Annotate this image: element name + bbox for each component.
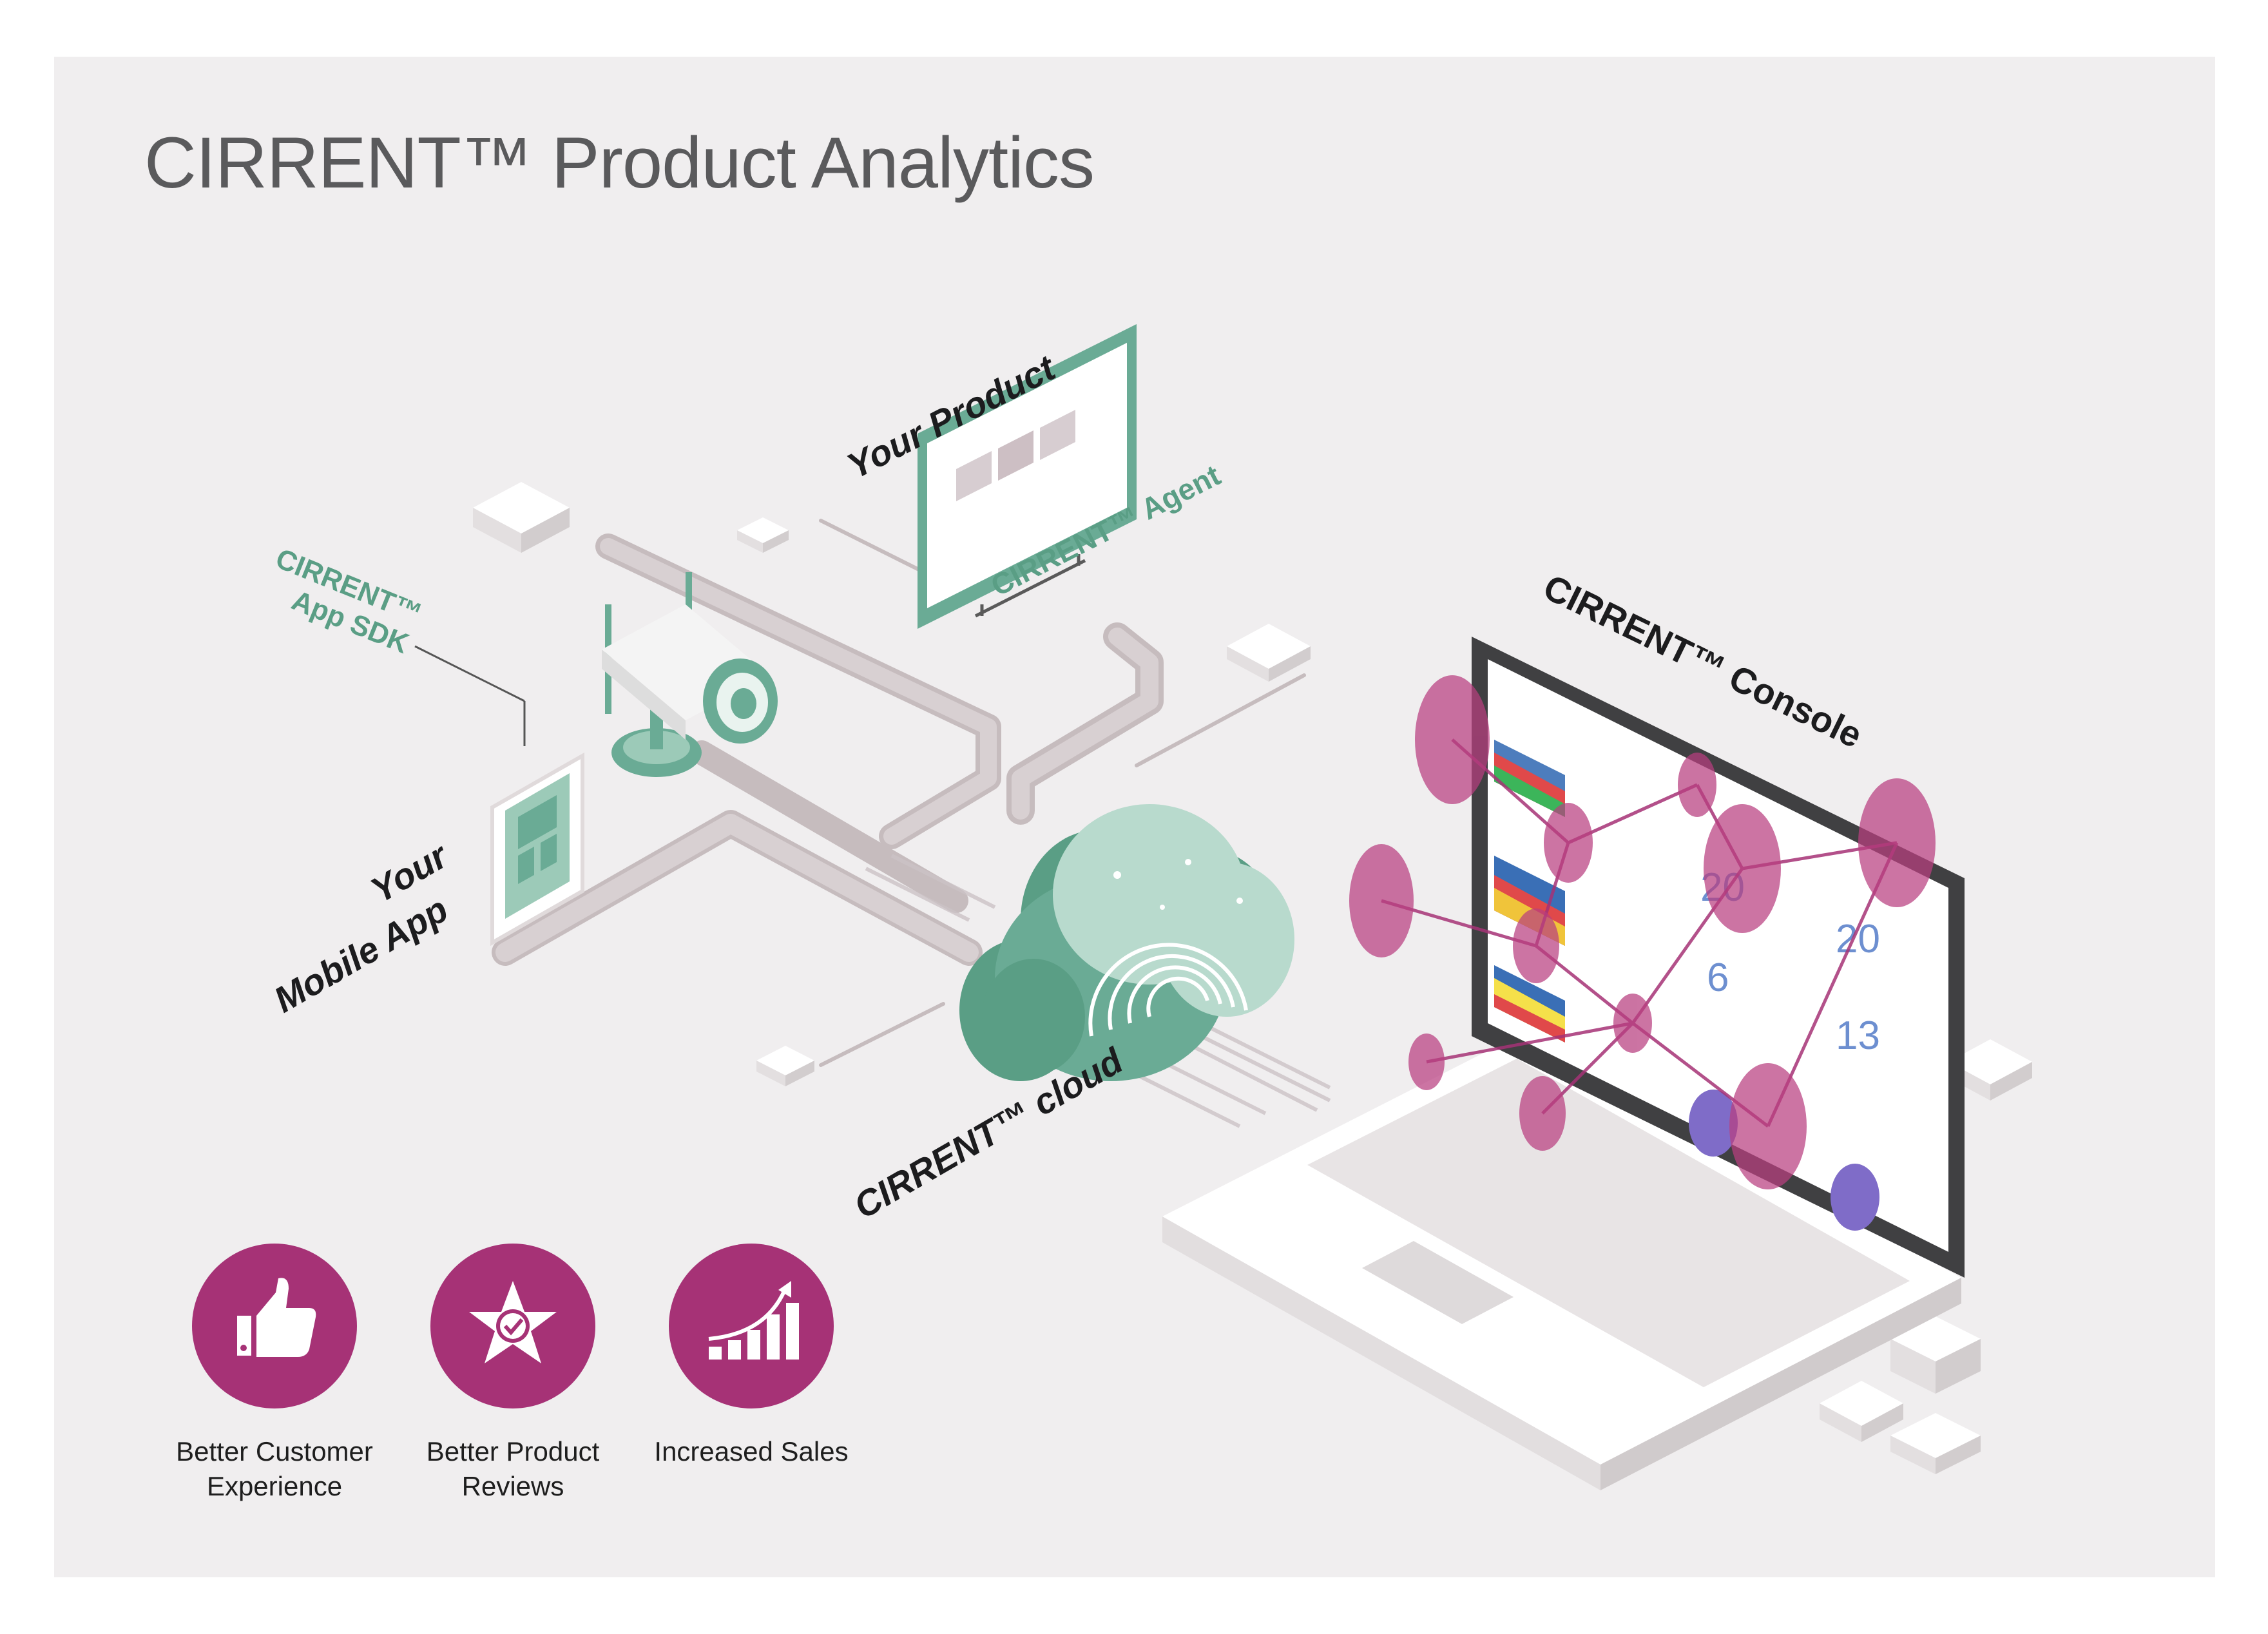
console-number-2: 20 — [1836, 917, 1880, 961]
console-number-3: 6 — [1707, 956, 1729, 1000]
network-graph — [1349, 675, 1936, 1189]
benefit-product-reviews: Better Product Reviews — [403, 1244, 622, 1504]
isometric-scene: 20 20 6 13 — [414, 324, 2032, 1490]
benefit-increased-sales: Increased Sales — [642, 1244, 861, 1469]
camera-icon — [602, 572, 778, 777]
console-number-4: 13 — [1836, 1014, 1880, 1058]
iso-box-2 — [737, 517, 789, 553]
cloud-icon — [959, 804, 1294, 1081]
connection-paths — [492, 519, 1306, 1067]
diagram-panel: 20 20 6 13 — [54, 57, 2215, 1577]
product-display — [918, 324, 1137, 629]
page-title: CIRRENT™ Product Analytics — [144, 122, 1095, 203]
benefit-label-product-reviews: Better Product Reviews — [426, 1436, 600, 1501]
growth-chart-icon — [669, 1244, 834, 1408]
iso-box-stack — [1820, 1316, 1981, 1474]
iso-box-3 — [1227, 624, 1311, 682]
iso-box-4 — [756, 1046, 814, 1086]
laptop-icon — [1162, 637, 1965, 1490]
benefit-label-customer-experience: Better Customer Experience — [176, 1436, 373, 1501]
benefit-label-increased-sales: Increased Sales — [654, 1436, 849, 1466]
iso-box-1 — [473, 482, 570, 553]
benefit-customer-experience: Better Customer Experience — [165, 1244, 384, 1504]
star-check-icon — [430, 1244, 595, 1408]
thumbs-up-icon — [192, 1244, 357, 1408]
mobile-phone-icon — [414, 645, 584, 947]
